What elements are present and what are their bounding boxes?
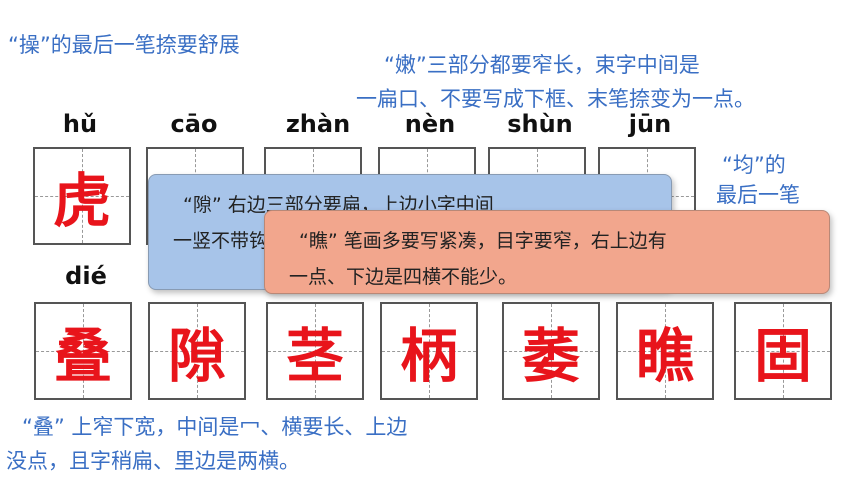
char-cell-hu: 虎 [33, 147, 131, 245]
pinyin-nen: nèn [404, 110, 456, 138]
char-cell-gu: 固 [734, 302, 832, 400]
char-hu: 虎 [52, 167, 111, 235]
note-die-line2: 没点，且字稍扁、里边是两横。 [6, 449, 300, 473]
pinyin-die: dié [65, 262, 107, 290]
note-cao: “操”的最后一笔捺要舒展 [8, 33, 240, 57]
char-wei: 萎 [521, 322, 580, 390]
pinyin-zhan: zhàn [285, 110, 351, 138]
popup-qiao-line2: 一点、下边是四横不能少。 [289, 266, 518, 289]
char-gu: 固 [753, 322, 812, 390]
char-cell-qiao: 瞧 [616, 302, 714, 400]
note-jun-line2: 最后一笔 [716, 183, 800, 207]
char-cell-die: 叠 [34, 302, 132, 400]
note-jun-line1: “均”的 [722, 153, 786, 177]
pinyin-shun: shùn [507, 110, 573, 138]
popup-qiao-line1: “瞧” 笔画多要写紧凑，目字要窄，右上边有 [299, 230, 667, 252]
popup-xi-line2: 一竖不带钩 [173, 230, 269, 253]
char-qiao: 瞧 [635, 322, 694, 390]
popup-qiao-tip[interactable]: “瞧” 笔画多要写紧凑，目字要窄，右上边有 一点、下边是四横不能少。 [264, 210, 830, 294]
char-jing: 茎 [285, 322, 344, 390]
char-cell-bing: 柄 [380, 302, 478, 400]
char-cell-wei: 萎 [502, 302, 600, 400]
char-cell-jing: 茎 [266, 302, 364, 400]
note-die-line1: “叠” 上窄下宽，中间是冖、横要长、上边 [22, 415, 408, 439]
char-bing: 柄 [399, 322, 458, 390]
note-nen-line2: 一扁口、不要写成下框、末笔捺变为一点。 [356, 87, 755, 111]
pinyin-hu: hǔ [62, 110, 98, 138]
char-die: 叠 [53, 322, 112, 390]
char-cell-xi: 隙 [148, 302, 246, 400]
char-xi: 隙 [167, 322, 226, 390]
pinyin-jun: jūn [628, 110, 672, 138]
pinyin-cao: cāo [170, 110, 218, 138]
note-nen-line1: “嫩”三部分都要窄长，束字中间是 [384, 53, 700, 77]
